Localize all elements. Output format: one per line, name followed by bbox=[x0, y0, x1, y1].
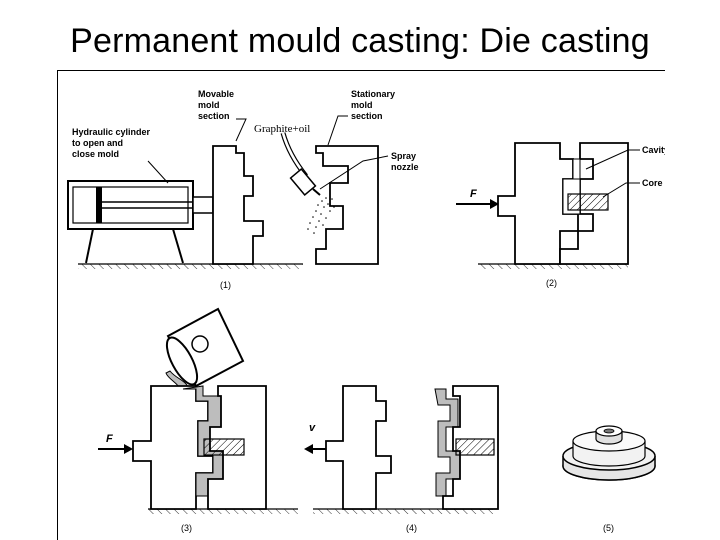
panel-1-caption: (1) bbox=[220, 280, 231, 290]
panel-2-caption: (2) bbox=[546, 278, 557, 288]
panel-1: Hydraulic cylinder to open and close mol… bbox=[67, 89, 419, 290]
ladle bbox=[165, 307, 245, 388]
panel-3-core bbox=[203, 438, 245, 456]
cavity-label: Cavity bbox=[642, 145, 665, 155]
panel-4-caption: (4) bbox=[406, 523, 417, 533]
spray-nozzle-label: Spray nozzle bbox=[391, 151, 419, 172]
hydraulic-cylinder bbox=[67, 180, 214, 264]
finished-casting bbox=[562, 425, 656, 481]
core-label: Core bbox=[642, 178, 663, 188]
panel-2: F Cavity Core (2) bbox=[456, 142, 665, 288]
panel-3-caption: (3) bbox=[181, 523, 192, 533]
panel-2-core bbox=[567, 193, 609, 211]
panel-5: (5) bbox=[562, 425, 656, 533]
graphite-oil-label: Graphite+oil bbox=[254, 123, 310, 135]
panel-4-movable-mold bbox=[325, 385, 392, 510]
stationary-mold-label: Stationary mold section bbox=[351, 89, 398, 121]
spray-nozzle bbox=[289, 168, 321, 196]
die-casting-figure: Hydraulic cylinder to open and close mol… bbox=[57, 70, 665, 540]
panel-4: v (4) bbox=[304, 385, 499, 533]
panel-3-force-label: F bbox=[106, 433, 113, 445]
ground-hatch bbox=[78, 264, 303, 269]
spray-mist bbox=[307, 197, 335, 234]
panel-4-velocity-label: v bbox=[309, 422, 316, 434]
slide-title: Permanent mould casting: Die casting bbox=[70, 22, 650, 60]
panel-2-force-label: F bbox=[470, 188, 477, 200]
stationary-mold-section bbox=[315, 145, 379, 265]
hydraulic-cylinder-label: Hydraulic cylinder to open and close mol… bbox=[72, 127, 153, 159]
panel-4-core bbox=[455, 438, 495, 456]
panel-5-caption: (5) bbox=[603, 523, 614, 533]
panel-3: F (3) bbox=[98, 307, 298, 533]
movable-mold-label: Movable mold section bbox=[198, 89, 237, 121]
movable-mold-section bbox=[212, 145, 264, 265]
